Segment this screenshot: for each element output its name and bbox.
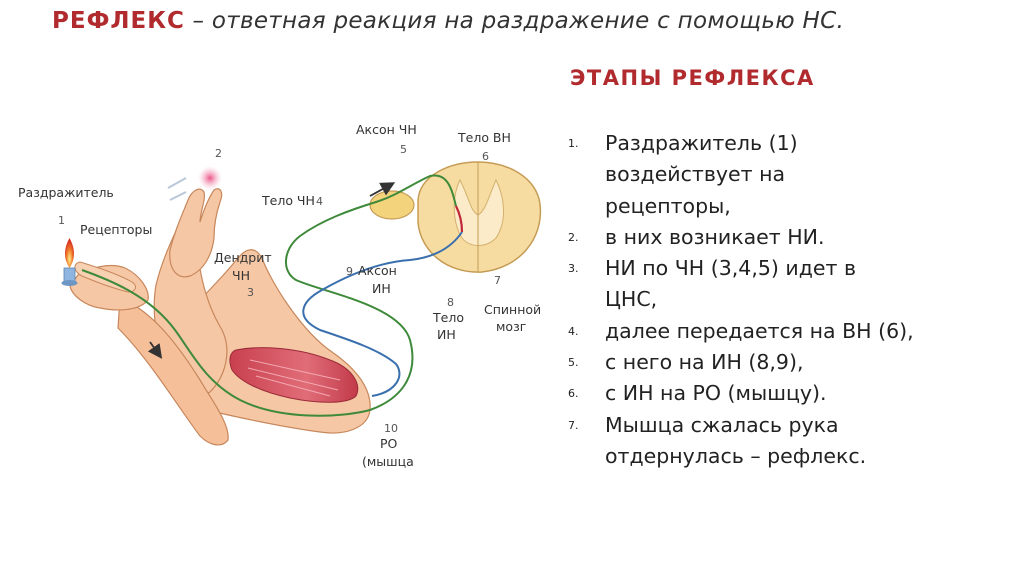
label-motor-body-1: Тело bbox=[432, 310, 464, 325]
list-item: 4. далее передается на ВН (6), bbox=[568, 316, 1008, 347]
step-number: 7. bbox=[568, 418, 579, 432]
list-item: 3. НИ по ЧН (3,4,5) идет в ЦНС, bbox=[568, 253, 1008, 316]
num-9: 9 bbox=[346, 265, 353, 278]
step-number: 6. bbox=[568, 387, 579, 401]
label-effector-2: (мышца bbox=[362, 454, 414, 469]
num-10: 10 bbox=[384, 422, 398, 435]
label-motor-axon-1: Аксон bbox=[358, 263, 397, 278]
list-item: 6. с ИН на РО (мышцу). bbox=[568, 378, 1008, 409]
arrow-down bbox=[147, 341, 163, 359]
step-text: Раздражитель (1) воздействует на рецепто… bbox=[605, 131, 798, 218]
num-8: 8 bbox=[447, 296, 454, 309]
motor-neuron-path bbox=[302, 231, 463, 397]
label-dendrite-1: Дендрит bbox=[214, 250, 272, 265]
label-sensory-axon: Аксон ЧН bbox=[356, 122, 417, 137]
step-number: 4. bbox=[568, 324, 579, 338]
label-stimulus: Раздражитель bbox=[18, 185, 114, 200]
label-spinal-cord-1: Спинной bbox=[484, 302, 541, 317]
label-dendrite-2: ЧН bbox=[232, 268, 250, 283]
stimulus-glow bbox=[198, 166, 222, 190]
step-number: 5. bbox=[568, 356, 579, 370]
title-term: РЕФЛЕКС bbox=[52, 8, 185, 34]
label-spinal-cord-2: мозг bbox=[496, 319, 526, 334]
step-number: 3. bbox=[568, 262, 579, 276]
num-3: 3 bbox=[247, 286, 254, 299]
num-1: 1 bbox=[58, 214, 65, 227]
label-sensory-body: Тело ЧН bbox=[261, 193, 315, 208]
step-number: 1. bbox=[568, 137, 579, 150]
step-text: Мышца сжалась рука отдернулась – рефлекс… bbox=[605, 412, 867, 468]
index-finger bbox=[74, 261, 136, 293]
title-dash: – bbox=[184, 8, 212, 34]
num-6: 6 bbox=[482, 150, 489, 163]
num-7: 7 bbox=[494, 274, 501, 287]
step-text: в них возникает НИ. bbox=[605, 224, 825, 249]
muscle-striations bbox=[247, 359, 341, 397]
stages-heading: ЭТАПЫ РЕФЛЕКСА bbox=[570, 66, 815, 90]
candle-icon bbox=[61, 238, 78, 286]
lower-arm bbox=[117, 297, 229, 446]
spinal-cord bbox=[417, 161, 542, 273]
label-motor-axon-2: ИН bbox=[372, 281, 391, 296]
sensory-neuron-path bbox=[81, 174, 457, 417]
stages-list: 1. Раздражитель (1) воздействует на рецеп… bbox=[568, 128, 1008, 472]
hand bbox=[169, 188, 223, 278]
step-text: далее передается на ВН (6), bbox=[605, 318, 914, 343]
step-number: 2. bbox=[568, 230, 579, 244]
motion-lines bbox=[167, 177, 187, 201]
label-receptors: Рецепторы bbox=[80, 222, 152, 237]
num-2: 2 bbox=[215, 147, 222, 160]
page-title: РЕФЛЕКС – ответная реакция на раздражени… bbox=[52, 8, 1012, 34]
muscle bbox=[229, 347, 359, 403]
label-effector-1: РО bbox=[380, 436, 398, 451]
label-motor-body-2: ИН bbox=[437, 327, 456, 342]
title-definition: ответная реакция на раздражение с помощь… bbox=[211, 8, 845, 34]
num-5: 5 bbox=[400, 143, 407, 156]
list-item: 5. с него на ИН (8,9), bbox=[568, 347, 1008, 378]
step-text: с ИН на РО (мышцу). bbox=[605, 381, 827, 406]
label-interneuron-body: Тело ВН bbox=[457, 130, 511, 145]
num-4: 4 bbox=[316, 195, 323, 208]
interneuron bbox=[455, 205, 464, 233]
list-item: 1. Раздражитель (1) воздействует на рецеп… bbox=[568, 128, 1008, 222]
list-item: 7. Мышца сжалась рука отдернулась – рефле… bbox=[568, 410, 1008, 473]
step-text: с него на ИН (8,9), bbox=[605, 350, 804, 375]
reflex-arc-diagram: 1 2 3 4 5 6 7 8 9 10 Раздражитель Рецепт… bbox=[18, 122, 542, 469]
step-text: НИ по ЧН (3,4,5) идет в ЦНС, bbox=[605, 256, 857, 312]
list-item: 2. в них возникает НИ. bbox=[568, 222, 1008, 253]
arrow-up bbox=[369, 182, 396, 197]
